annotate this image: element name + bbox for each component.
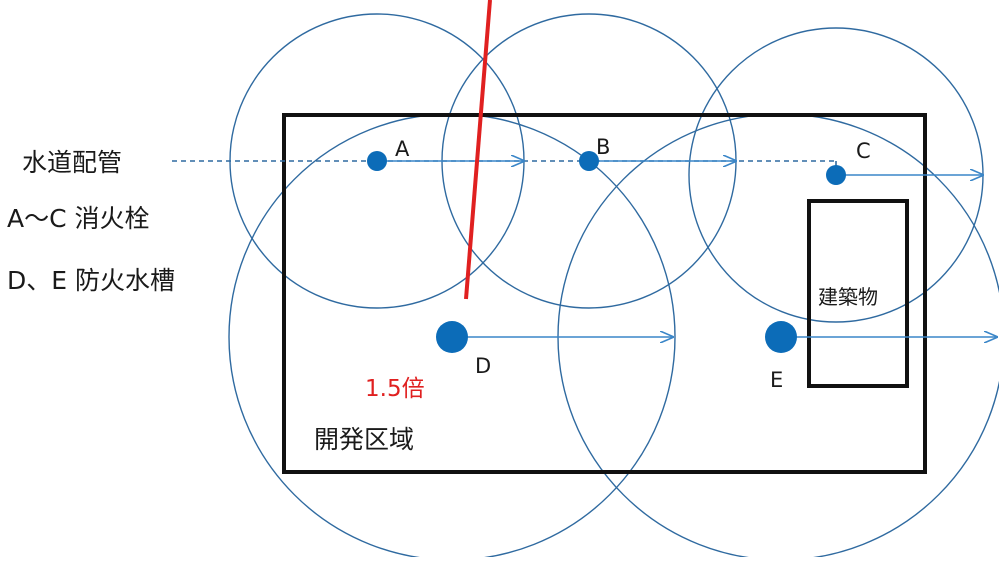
distance-highlight-line [464, 0, 492, 300]
hydrant-c-label: C [856, 139, 871, 163]
development-area-label: 開発区域 [314, 425, 415, 454]
legend-tanks: D、E 防火水槽 [7, 266, 175, 295]
hydrant-a-point [367, 151, 387, 171]
distance-multiplier-label: 1.5倍 [365, 376, 425, 402]
tank-d-point [436, 321, 468, 353]
legend-hydrants: A～C 消火栓 [7, 204, 150, 233]
tank-e-point [765, 321, 797, 353]
hydrant-b-label: B [596, 135, 611, 159]
legend-water-pipe: 水道配管 [22, 148, 123, 177]
tank-e-label: E [770, 368, 784, 392]
building-outline [807, 199, 909, 388]
building-label: 建築物 [818, 285, 878, 309]
hydrant-a-label: A [395, 137, 410, 161]
tank-d-label: D [475, 354, 492, 378]
hydrant-b-point [579, 151, 599, 171]
development-area-outline [282, 113, 927, 474]
hydrant-c-point [826, 165, 846, 185]
